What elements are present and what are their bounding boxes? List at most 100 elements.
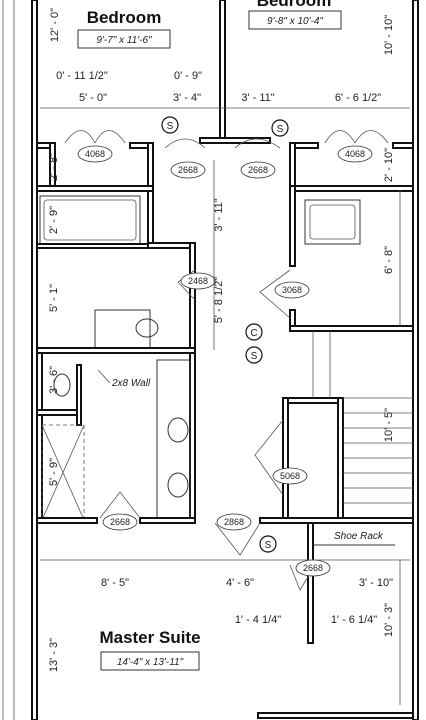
bath-vanity [94,309,151,349]
exterior-wall-right [412,0,419,720]
dim-2-8: 2' - 8" [48,153,60,181]
smoke-detector-bed-left: S [161,116,179,134]
bath-sink [135,318,159,338]
wall-stair-closet-left [282,397,289,524]
wall-master-bottom [257,712,414,719]
smoke-detector-master: S [259,535,277,553]
dim-13-3: 13' - 3" [48,638,60,672]
door-tag-bed-left: 2668 [170,161,206,179]
dim-2-9: 2' - 9" [48,206,60,234]
dim-5-9: 5' - 9" [48,458,60,486]
wall-wc-side [76,364,82,426]
svg-text:S: S [277,124,284,135]
door-tag-closet-left: 4068 [77,145,113,163]
wall-note-leader [97,369,111,384]
wall-master-top-right [259,517,414,524]
dim-1-6-quarter: 1' - 6 1/4" [331,614,377,626]
wall-laundry-bottom [289,325,414,332]
door-tag-stair-closet-text: 5068 [280,471,300,481]
bedroom-left-size-box [77,29,171,49]
dim-3-10: 3' - 10" [359,577,393,589]
wall-bath-top [36,185,154,192]
wall-stair-closet-right [337,397,344,524]
bed-left-door-swing [164,138,206,149]
door-tag-ensuite: 2668 [102,513,138,531]
dim-5-1: 5' - 1" [48,284,60,312]
door-tag-bed-left-text: 2668 [178,165,198,175]
door-tag-bed-right: 2668 [240,161,276,179]
door-tag-bed-right-text: 2668 [248,165,268,175]
wall-bath-bottom [36,347,196,354]
dim-0-9: 0' - 9" [174,70,202,82]
door-tag-master-closet: 2668 [295,559,331,577]
master-suite-title: Master Suite [99,628,200,647]
door-tag-closet-right: 4068 [337,145,373,163]
stair-closet-door-swing [254,419,284,496]
washer [304,199,361,245]
dim-2-10: 2' - 10" [383,148,395,182]
closet-door-right-swing [324,130,389,144]
door-tag-closet-right-text: 4068 [345,149,365,159]
wall-note: 2x8 Wall [111,378,151,389]
co-detector-hall: C [245,323,263,341]
door-tag-closet-left-text: 4068 [85,149,105,159]
vanity-sink-bottom [167,472,189,498]
door-tag-bath-text: 2468 [188,276,208,286]
wall-laundry-left [289,185,296,267]
dim-10-3: 10' - 3" [383,603,395,637]
washer-drum [309,204,356,240]
door-tag-master-text: 2868 [224,517,244,527]
svg-text:C: C [250,328,257,339]
wall-bed-front-middle [199,137,271,144]
linen-door-swing [259,269,291,319]
shoe-rack-label: Shoe Rack [334,531,384,542]
master-suite-size: 14'-4" x 13'-11" [117,657,184,668]
closet-door-left-swing [64,130,126,144]
dim-10-10: 10' - 10" [383,15,395,55]
staircase [312,331,413,504]
dim-1-4-quarter: 1' - 4 1/4" [235,614,281,626]
wall-bath-right-lower [189,242,196,354]
dim-6-8: 6' - 8" [383,246,395,274]
wall-tub-front [36,243,150,249]
dim-10-5: 10' - 5" [383,408,395,442]
dim-6-6-half: 6' - 6 1/2" [335,92,381,104]
ensuite-door-swing [99,491,141,519]
dim-3-6: 3' - 6" [48,366,60,394]
dim-3-11-top: 3' - 11" [241,92,274,104]
wall-wc-bottom [36,409,78,416]
door-tag-master: 2868 [216,513,252,531]
dim-5-0: 5' - 0" [79,92,107,104]
bed-right-door-swing [234,138,281,149]
bedroom-left-size: 9'-7" x 11'-6" [96,35,152,46]
door-tag-linen: 3068 [274,281,310,299]
master-suite-size-box [100,651,200,671]
bedroom-right-size: 9'-8" x 10'-4" [267,16,323,27]
door-tag-linen-text: 3068 [282,285,302,295]
svg-text:S: S [251,351,258,362]
wall-stair-closet-top [282,397,344,404]
dim-5-8-half: 5' - 8 1/2" [213,277,225,323]
dim-3-4: 3' - 4" [173,92,201,104]
wall-bed-right-front-b [392,142,414,149]
smoke-detector-hall: S [245,346,263,364]
door-tag-stair-closet: 5068 [272,467,308,485]
bedroom-left-title: Bedroom [87,8,162,27]
wall-ensuite-right [189,352,196,524]
smoke-detector-bed-right: S [271,119,289,137]
dim-8-5: 8' - 5" [101,577,129,589]
wall-bath-right [147,142,154,244]
door-tag-master-closet-text: 2668 [303,563,323,573]
svg-text:S: S [167,121,174,132]
wall-ensuite-bottom-b [139,517,196,524]
bathtub-basin [43,199,137,241]
shower-diagonal-b [41,424,85,521]
bedroom-right-title: Bedroom [257,0,332,10]
dim-3-11-vertical: 3' - 11" [213,198,225,231]
door-tag-bath: 2468 [180,272,216,290]
toilet [53,373,71,397]
wall-between-bedrooms [219,0,226,141]
wall-ensuite-left [36,352,43,524]
dim-4-6: 4' - 6" [226,577,254,589]
